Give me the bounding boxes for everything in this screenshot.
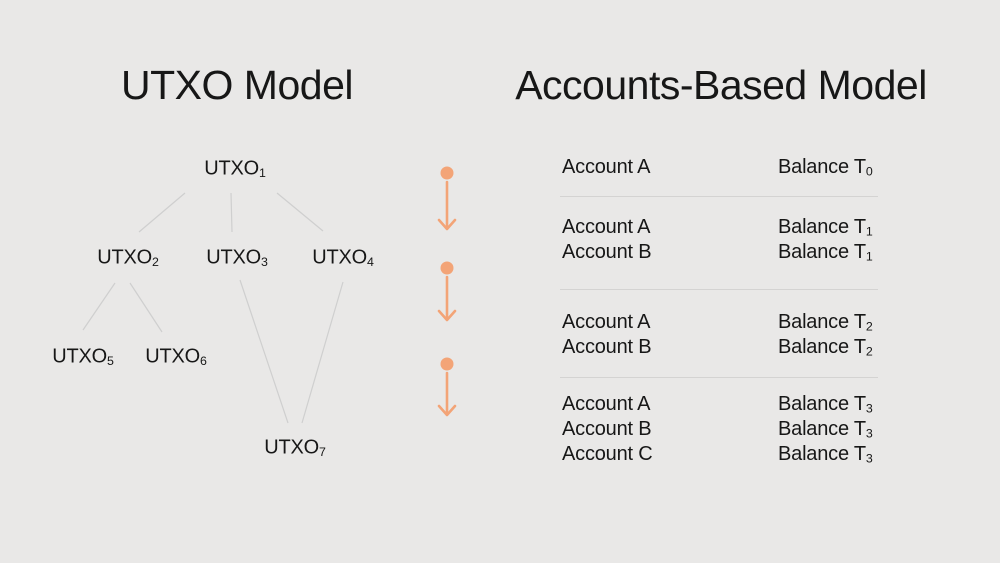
edge-3-7 (239, 279, 289, 424)
balance-cell: Balance T2 (778, 335, 878, 360)
account-label: Account A (562, 216, 651, 238)
edge-1-2 (138, 192, 186, 233)
edge-1-4 (276, 192, 324, 232)
balance-cell: Balance T1 (778, 215, 878, 240)
utxo-node-5: UTXO5 (52, 345, 114, 369)
table-divider (560, 377, 878, 378)
node-subscript: 6 (200, 354, 207, 369)
balance-label: Balance T (778, 393, 866, 415)
node-label: UTXO (204, 157, 260, 180)
ledger-row: Account C Balance T3 (560, 442, 878, 467)
ledger-group-t2: Account A Balance T2 Account B Balance T… (560, 310, 878, 360)
node-subscript: 2 (152, 255, 159, 270)
balance-subscript: 3 (865, 426, 873, 441)
flow-arrow-1 (437, 166, 457, 231)
flow-arrow-3 (437, 357, 457, 417)
account-cell: Account B (562, 417, 778, 442)
balance-label: Balance T (778, 418, 866, 440)
balance-subscript: 1 (865, 249, 873, 264)
balance-label: Balance T (778, 311, 866, 333)
flow-arrows (437, 166, 457, 417)
node-label: UTXO (97, 246, 153, 269)
account-cell: Account B (562, 335, 778, 360)
edge-2-5 (82, 282, 116, 331)
balance-subscript: 3 (865, 401, 873, 416)
utxo-node-3: UTXO3 (206, 246, 268, 270)
arrow-head-icon (437, 309, 457, 322)
balance-subscript: 2 (865, 344, 873, 359)
edge-2-6 (129, 282, 163, 333)
accounts-model-title: Accounts-Based Model (515, 62, 927, 108)
ledger-row: Account A Balance T3 (560, 392, 878, 417)
balance-label: Balance T (778, 336, 866, 358)
balance-label: Balance T (778, 241, 866, 263)
balance-label: Balance T (778, 156, 866, 178)
edge-4-7 (301, 281, 344, 424)
account-cell: Account A (562, 215, 778, 240)
account-label: Account C (562, 443, 653, 465)
ledger-row: Account B Balance T1 (560, 240, 878, 265)
utxo-node-1: UTXO1 (204, 157, 266, 181)
account-cell: Account A (562, 392, 778, 417)
utxo-node-7: UTXO7 (264, 436, 326, 460)
account-label: Account A (562, 156, 651, 178)
balance-label: Balance T (778, 443, 866, 465)
utxo-model-title: UTXO Model (121, 62, 353, 108)
utxo-node-2: UTXO2 (97, 246, 159, 270)
node-label: UTXO (312, 246, 368, 269)
arrow-head-icon (437, 404, 457, 417)
balance-cell: Balance T1 (778, 240, 878, 265)
ledger-row: Account A Balance T1 (560, 215, 878, 240)
account-label: Account A (562, 311, 651, 333)
balance-subscript: 1 (865, 224, 873, 239)
accounts-table: Account A Balance T0 Account A Balance T… (560, 155, 878, 467)
account-cell: Account A (562, 155, 778, 180)
balance-label: Balance T (778, 216, 866, 238)
flow-arrow-2 (437, 261, 457, 322)
arrow-dot-icon (440, 166, 454, 180)
ledger-group-t1: Account A Balance T1 Account B Balance T… (560, 215, 878, 265)
ledger-row: Account B Balance T2 (560, 335, 878, 360)
node-label: UTXO (52, 345, 108, 368)
arrow-dot-icon (440, 357, 454, 371)
node-label: UTXO (145, 345, 201, 368)
ledger-row: Account B Balance T3 (560, 417, 878, 442)
table-divider (560, 196, 878, 197)
balance-cell: Balance T3 (778, 442, 878, 467)
node-subscript: 7 (319, 445, 326, 460)
ledger-group-t0: Account A Balance T0 (560, 155, 878, 180)
utxo-node-4: UTXO4 (312, 246, 374, 270)
arrow-dot-icon (440, 261, 454, 275)
account-label: Account B (562, 418, 652, 440)
node-label: UTXO (206, 246, 262, 269)
balance-cell: Balance T2 (778, 310, 878, 335)
node-subscript: 4 (367, 255, 374, 270)
balance-cell: Balance T0 (778, 155, 878, 180)
account-cell: Account C (562, 442, 778, 467)
table-divider (560, 289, 878, 290)
balance-subscript: 3 (865, 451, 873, 466)
account-label: Account B (562, 241, 652, 263)
node-subscript: 3 (261, 255, 268, 270)
edge-1-3 (230, 192, 233, 233)
utxo-tree-edges (82, 192, 344, 424)
balance-subscript: 0 (865, 164, 873, 179)
node-subscript: 1 (259, 166, 266, 181)
account-cell: Account A (562, 310, 778, 335)
account-label: Account B (562, 336, 652, 358)
balance-cell: Balance T3 (778, 392, 878, 417)
ledger-group-t3: Account A Balance T3 Account B Balance T… (560, 392, 878, 467)
ledger-row: Account A Balance T2 (560, 310, 878, 335)
arrow-head-icon (437, 218, 457, 231)
node-subscript: 5 (107, 354, 114, 369)
utxo-node-6: UTXO6 (145, 345, 207, 369)
account-cell: Account B (562, 240, 778, 265)
balance-cell: Balance T3 (778, 417, 878, 442)
node-label: UTXO (264, 436, 320, 459)
balance-subscript: 2 (865, 319, 873, 334)
ledger-row: Account A Balance T0 (560, 155, 878, 180)
account-label: Account A (562, 393, 651, 415)
